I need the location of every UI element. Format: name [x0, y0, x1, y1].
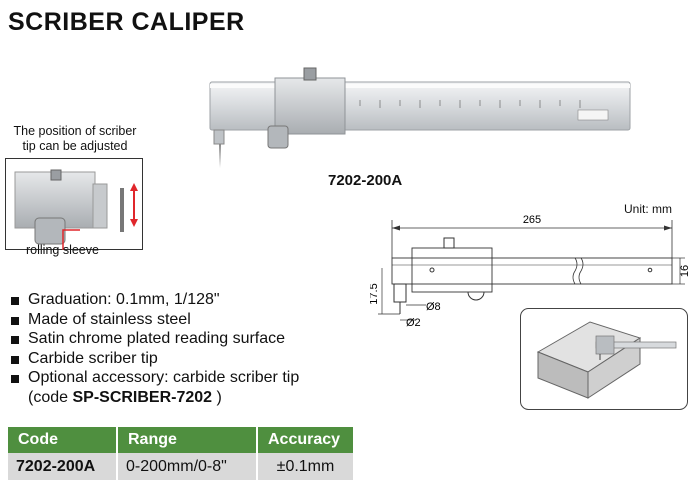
technical-drawing: 265 16 17.5 Ø8 Ø2 [370, 214, 691, 329]
feature-item: Optional accessory: carbide scriber tip [8, 368, 299, 388]
dim-scriber-label: Ø2 [406, 317, 421, 329]
header-range: Range [117, 427, 258, 453]
feature-item-continuation: (code SP-SCRIBER-7202 ) [8, 388, 299, 408]
caliper-photo [209, 67, 631, 168]
model-number: 7202-200A [328, 172, 403, 189]
dim-height-label: 16 [679, 265, 691, 277]
table-row: 7202-200A 0-200mm/0-8" ±0.1mm [8, 453, 353, 480]
dim-tip-label: 17.5 [370, 283, 380, 304]
header-accuracy: Accuracy [257, 427, 353, 453]
scriber-adjust-callout: The position of scriber tip can be adjus… [10, 124, 140, 154]
accessory-prefix: (code [28, 388, 73, 406]
feature-item: Satin chrome plated reading surface [8, 329, 299, 349]
scriber-detail-image [5, 158, 143, 250]
unit-note: Unit: mm [624, 202, 672, 216]
dim-sleeve-label: Ø8 [426, 301, 441, 313]
callout-line-2: tip can be adjusted [22, 139, 128, 153]
page-title: SCRIBER CALIPER [8, 8, 245, 36]
spec-table: Code Range Accuracy 7202-200A 0-200mm/0-… [8, 427, 353, 480]
cell-code: 7202-200A [8, 453, 118, 480]
accessory-code: SP-SCRIBER-7202 [72, 388, 213, 406]
accessory-suffix: ) [212, 388, 222, 406]
callout-line-1: The position of scriber [13, 124, 137, 138]
cell-accuracy: ±0.1mm [257, 453, 353, 480]
spec-table-header-row: Code Range Accuracy [8, 427, 353, 453]
header-code: Code [8, 427, 118, 453]
feature-list: Graduation: 0.1mm, 1/128" Made of stainl… [8, 290, 299, 407]
feature-item: Made of stainless steel [8, 310, 299, 330]
usage-illustration [520, 308, 688, 410]
dim-length-label: 265 [523, 214, 541, 226]
cell-range: 0-200mm/0-8" [117, 453, 258, 480]
feature-item: Carbide scriber tip [8, 349, 299, 369]
rolling-sleeve-label: rolling sleeve [26, 243, 99, 257]
feature-item: Graduation: 0.1mm, 1/128" [8, 290, 299, 310]
